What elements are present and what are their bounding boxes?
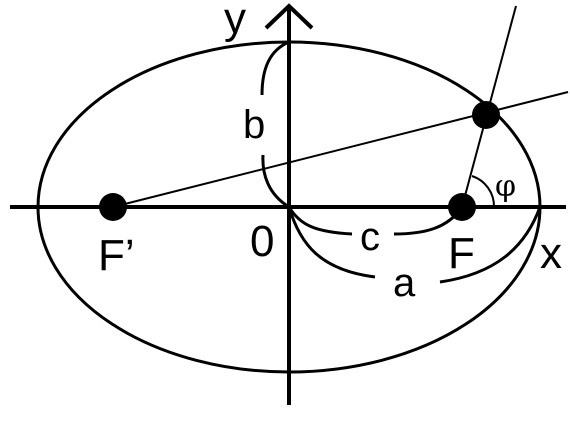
left-focus-label: F’ [98,231,135,280]
semi-minor-label: b [243,103,265,147]
left-focus-point [99,193,127,221]
origin-label: 0 [250,217,274,266]
right-focus-point [448,193,476,221]
angle-label: φ [495,169,516,204]
semi-minor-brace [260,40,290,209]
y-axis-label: y [224,0,246,43]
ellipse-point [472,101,500,129]
semi-major-label: a [393,261,416,305]
focal-distance-label: c [360,215,380,259]
semi-major-brace [287,206,542,284]
angle-arc [471,175,496,208]
right-focus-label: F [448,229,475,278]
x-axis-label: x [540,229,562,278]
y-axis-arrow-icon [264,3,314,30]
